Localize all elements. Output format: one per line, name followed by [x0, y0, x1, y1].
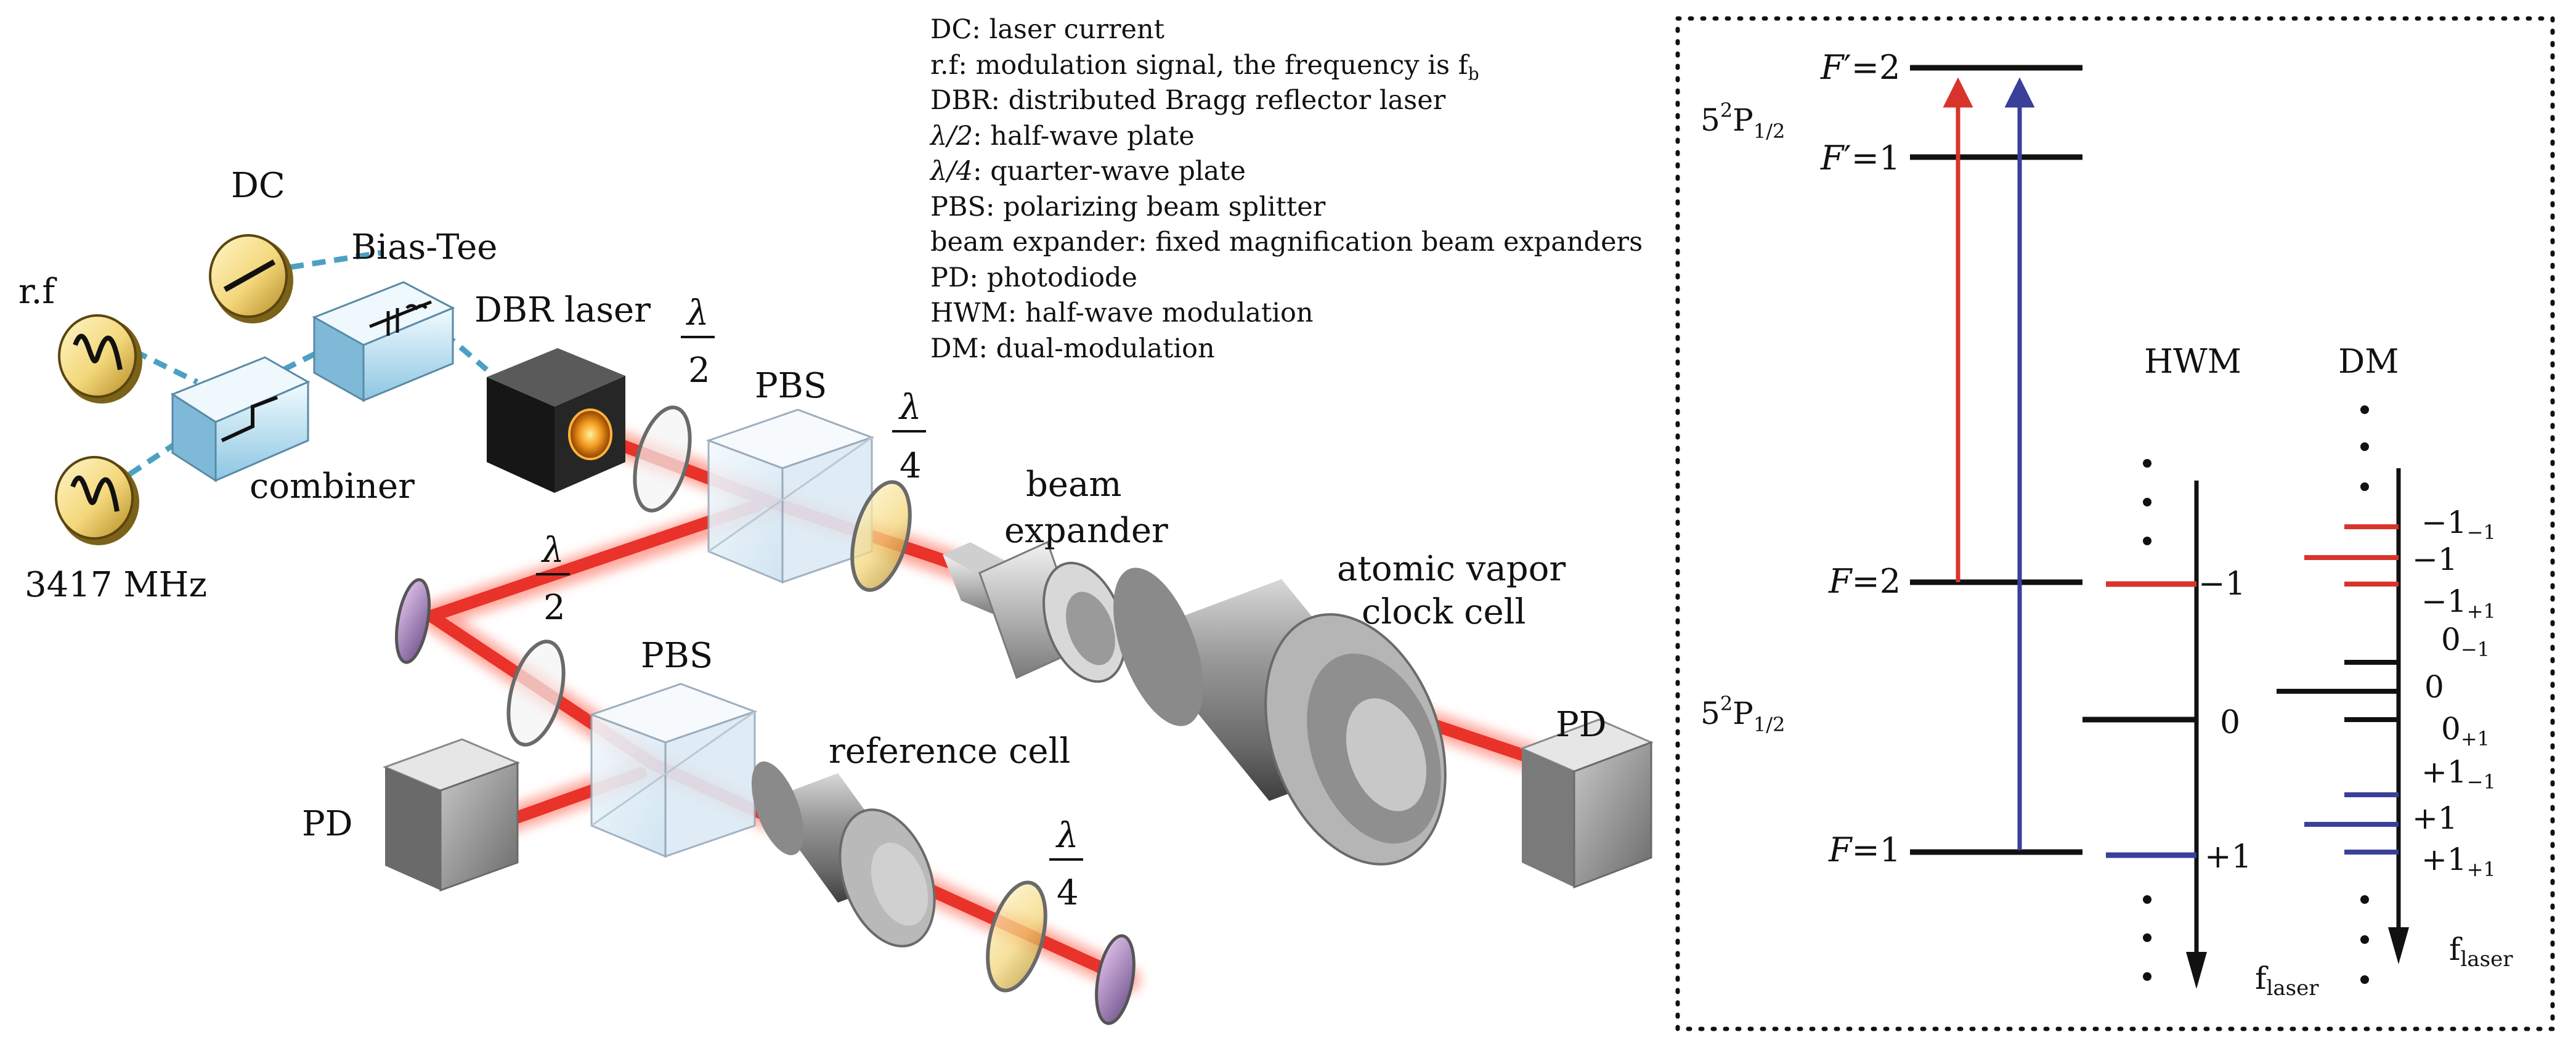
dm-axis-arrowhead: [2388, 927, 2409, 964]
hwm-label-plus1: +1: [2204, 839, 2252, 875]
dotted-frame: [1675, 16, 2555, 1031]
rf-source: [58, 314, 142, 404]
bias-tee-box: [312, 281, 455, 402]
hwm-dots-top: [2143, 459, 2151, 545]
hwm-label-zero: 0: [2220, 704, 2240, 741]
label-beam-expander-2: expander: [1004, 511, 1168, 551]
label-quarter-wave-1: λ 4: [892, 388, 926, 486]
legend-item-dbr: DBR: distributed Bragg reflector laser: [930, 85, 1446, 116]
svg-text:2: 2: [543, 588, 566, 628]
label-pbs-2: PBS: [641, 636, 713, 676]
dm-label: DM: [2338, 342, 2399, 381]
dm-labels: −1−1 −1 −1+1 0−1 0 0+1 +1−1 +1 +1+1: [2412, 505, 2496, 881]
label-half-wave-2: λ 2: [536, 530, 570, 628]
quarter-wave-plate-2: [986, 880, 1047, 993]
label-atomic-vapor-1: atomic vapor: [1337, 549, 1566, 589]
atomic-vapor-clock-cell: [1113, 567, 1447, 866]
legend-item-quarter-wave: λ/4: quarter-wave plate: [930, 156, 1246, 187]
dm-dots-top: [2360, 405, 2369, 491]
dm-label-p1p1: +1+1: [2421, 842, 2496, 881]
dm-lines: [2277, 524, 2399, 855]
legend-item-dm: DM: dual-modulation: [930, 333, 1215, 364]
svg-text:λ: λ: [541, 530, 564, 571]
excited-state-label: 52P1/2: [1700, 99, 1785, 143]
legend-item-pd: PD: photodiode: [930, 262, 1137, 293]
dm-label-0p1: 0+1: [2441, 711, 2490, 750]
dc-source: [209, 234, 293, 323]
level-f-1: F=1: [1828, 831, 1901, 869]
label-reference-cell: reference cell: [829, 731, 1070, 771]
label-bias-tee: Bias-Tee: [351, 227, 497, 267]
energy-level-diagram: 52P1/2 52P1/2 F′=2 F′=1 F=2 F=1 HWM −1 0…: [1675, 16, 2555, 1031]
dc-line-icon: [223, 259, 276, 292]
svg-text:4: 4: [900, 446, 922, 486]
dm-label-0: 0: [2424, 669, 2444, 705]
legend-item-rf: r.f: modulation signal, the frequency is…: [930, 49, 1479, 84]
level-f-2: F=2: [1828, 562, 1901, 601]
legend: DC: laser current r.f: modulation signal…: [930, 12, 1670, 367]
sine-wave-icon: [70, 475, 120, 512]
level-f-prime-1: F′=1: [1820, 139, 1900, 177]
svg-text:4: 4: [1057, 873, 1079, 913]
label-combiner: combiner: [250, 466, 415, 506]
label-quarter-wave-2: λ 4: [1049, 816, 1083, 913]
svg-text:2: 2: [688, 351, 710, 391]
level-f-prime-2: F′=2: [1820, 48, 1900, 87]
svg-text:λ: λ: [898, 388, 922, 428]
pbs-cube-2: [588, 683, 758, 858]
svg-text:λ: λ: [686, 293, 709, 333]
label-pd-1: PD: [1556, 705, 1607, 745]
hwm-f-laser-label: flaser: [2255, 961, 2319, 1001]
setup-labels: DC r.f Bias-Tee DBR laser combiner 3417 …: [18, 166, 1607, 913]
half-wave-plate-1: [633, 405, 692, 513]
level-lines: [1910, 65, 2082, 855]
dm-label-m1m1: −1−1: [2421, 505, 2496, 544]
half-wave-plate-2: [506, 640, 566, 747]
photodiode-2: [382, 738, 521, 892]
hwm-axis-arrowhead: [2186, 952, 2207, 989]
microwave-source: [55, 456, 139, 545]
svg-text:λ: λ: [1055, 816, 1079, 856]
legend-item-pbs: PBS: polarizing beam splitter: [930, 191, 1326, 222]
reference-cell: [751, 761, 936, 948]
legend-item-hwm: HWM: half-wave modulation: [930, 298, 1314, 328]
label-dc: DC: [231, 166, 285, 206]
legend-item-half-wave: λ/2: half-wave plate: [930, 120, 1195, 152]
label-pbs-1: PBS: [755, 366, 827, 406]
label-dbr-laser: DBR laser: [474, 290, 651, 330]
dbr-laser: [487, 348, 625, 493]
legend-item-dc: DC: laser current: [930, 14, 1164, 45]
label-frequency: 3417 MHz: [25, 565, 207, 605]
mirror-2: [1095, 934, 1136, 1025]
beam-expander: [943, 540, 1126, 683]
label-atomic-vapor-2: clock cell: [1362, 592, 1526, 632]
mirror-1: [395, 578, 431, 664]
ground-state-label: 52P1/2: [1700, 692, 1785, 736]
quarter-wave-plate-1: [850, 480, 912, 592]
dm-label-m1: −1: [2412, 542, 2458, 577]
hwm-label-minus1: −1: [2198, 566, 2246, 603]
photodiode-1: [1519, 718, 1654, 889]
dm-label-m1p1: −1+1: [2421, 583, 2496, 623]
optical-setup: DC r.f Bias-Tee DBR laser combiner 3417 …: [18, 166, 1654, 1025]
dm-dots-bottom: [2360, 895, 2369, 984]
label-beam-expander-1: beam: [1026, 465, 1121, 505]
label-half-wave-1: λ 2: [681, 293, 715, 391]
pbs-cube-1: [705, 408, 875, 584]
dm-label-p1m1: +1−1: [2421, 754, 2496, 794]
combiner-box: [170, 356, 311, 482]
sine-wave-icon: [73, 333, 123, 370]
bias-tee-circuit-icon: [369, 300, 432, 336]
dm-label-p1: +1: [2412, 800, 2458, 836]
label-pd-2: PD: [302, 804, 353, 844]
hwm-label: HWM: [2144, 342, 2241, 381]
laser-aperture: [568, 408, 612, 460]
label-rf: r.f: [18, 272, 57, 312]
hwm-dots-bottom: [2143, 895, 2151, 981]
legend-item-beam-expander: beam expander: fixed magnification beam …: [930, 227, 1643, 258]
dm-label-0m1: 0−1: [2441, 622, 2490, 661]
dm-f-laser-label: flaser: [2449, 932, 2513, 972]
